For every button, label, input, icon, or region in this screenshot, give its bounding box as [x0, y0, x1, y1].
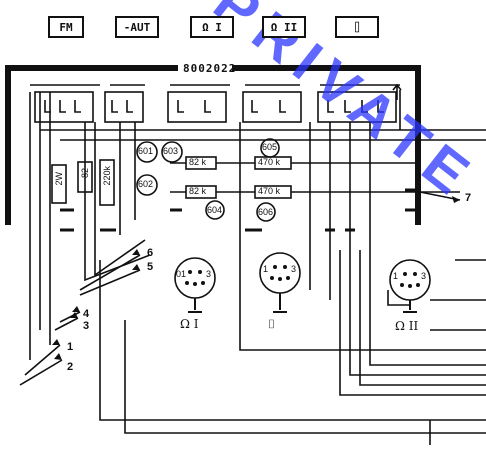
- socket-1-pin-3: 3: [206, 269, 212, 279]
- terminal-6: 6: [147, 247, 154, 259]
- aut-button[interactable]: -AUT: [115, 16, 159, 38]
- terminal-7: 7: [465, 192, 472, 204]
- resistor-220k-label: 220k: [102, 166, 112, 186]
- socket-1-label: Ω I: [180, 317, 199, 331]
- resistor-82-label: 82: [80, 168, 90, 179]
- terminal-2: 2: [67, 361, 74, 373]
- board-code: 8002022: [183, 62, 237, 75]
- capacitor-605-label: 605: [262, 142, 278, 152]
- resistor-82k-b-label: 82 k: [189, 186, 207, 196]
- resistor-470k-b-label: 470 k: [258, 186, 281, 196]
- resistor-2w-label: 2W: [54, 172, 64, 186]
- cassette-button[interactable]: ⌷: [335, 16, 379, 38]
- tape-2-button[interactable]: Ω II: [262, 16, 306, 38]
- tape-1-button[interactable]: Ω I: [190, 16, 234, 38]
- socket-2-pin-1: 1: [263, 264, 269, 274]
- capacitor-603-label: 603: [163, 146, 179, 156]
- capacitor-604-label: 604: [207, 205, 223, 215]
- capacitor-602-label: 602: [138, 179, 154, 189]
- socket-2-pin-3: 3: [291, 264, 297, 274]
- capacitor-606-label: 606: [258, 207, 274, 217]
- terminal-1: 1: [67, 341, 74, 353]
- terminal-4: 4: [83, 308, 90, 320]
- socket-3-pin-3: 3: [421, 271, 427, 281]
- terminal-5: 5: [147, 261, 154, 273]
- resistor-82k-a-label: 82 k: [189, 157, 207, 167]
- capacitor-601-label: 601: [138, 146, 154, 156]
- socket-1-pin-1: 01: [176, 269, 187, 279]
- fm-button[interactable]: FM: [48, 16, 84, 38]
- socket-3-pin-1: 1: [393, 271, 399, 281]
- resistor-470k-a-label: 470 k: [258, 157, 281, 167]
- socket-2-label: ⌷: [268, 317, 276, 331]
- socket-3-label: Ω II: [395, 319, 419, 333]
- terminal-3: 3: [83, 320, 90, 332]
